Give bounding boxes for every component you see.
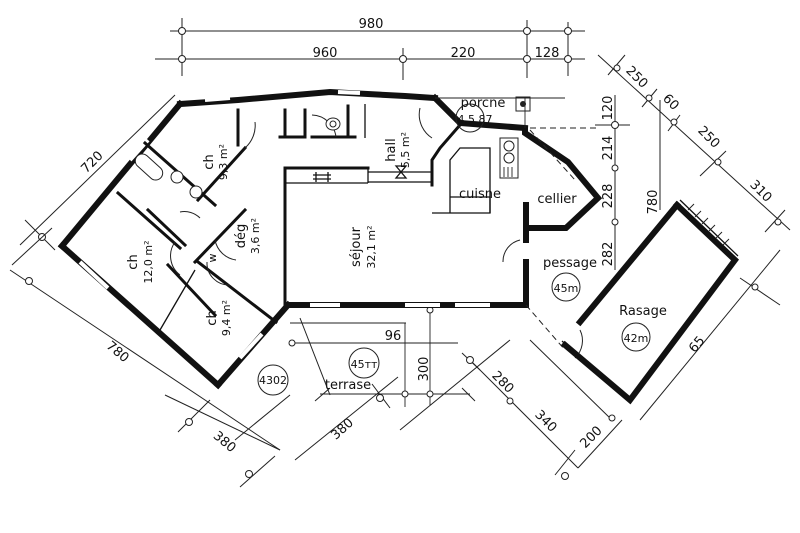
dim-120: 120 <box>601 96 616 121</box>
dim-65: 65 <box>686 334 708 356</box>
dim-96: 96 <box>385 329 402 344</box>
annotation-4302: 4302 <box>259 374 287 387</box>
room-area-sejour: 32,1 m² <box>365 225 378 268</box>
dim-720: 720 <box>78 148 106 176</box>
dim-780-left: 780 <box>103 339 132 366</box>
room-label-sejour: séjour <box>349 226 364 267</box>
room-area-hall: 5,5 m² <box>399 132 412 168</box>
dim-128: 128 <box>535 46 560 61</box>
room-area-terrasse: 45тт <box>351 358 378 371</box>
doors <box>170 107 583 359</box>
passage-area-circle <box>551 272 581 302</box>
room-label-cellier: cellier <box>537 192 577 207</box>
dim-960: 960 <box>313 46 338 61</box>
room-area-deg: 3,6 m² <box>249 218 262 254</box>
dim-300: 300 <box>417 357 432 382</box>
terrasse-area-circle <box>348 347 380 379</box>
room-label-cuisine: cuisne <box>459 187 501 202</box>
dim-60: 60 <box>659 91 681 113</box>
dim-214: 214 <box>601 136 616 161</box>
room-area-passage: 45m <box>554 282 579 295</box>
room-label-passage: pessage <box>543 256 597 271</box>
room-area-garage: 42m <box>624 332 649 345</box>
room-label-ch-3: ch <box>205 310 220 325</box>
wc-mark: w <box>206 254 219 263</box>
dim-228: 228 <box>601 184 616 209</box>
room-label-porche: porcne <box>461 96 506 111</box>
sink-icon <box>170 170 184 184</box>
garage-area-circle <box>621 322 651 352</box>
bottom-dimensions: 96 300 380 280 340 200 <box>234 306 623 480</box>
dim-980: 980 <box>359 17 384 32</box>
dim-200: 200 <box>577 423 605 451</box>
annotation-circle <box>257 364 289 396</box>
dim-250-a: 250 <box>622 63 650 91</box>
dim-380-bottom: 380 <box>328 416 356 444</box>
room-area-porche: 4,5 87 <box>458 113 493 126</box>
dim-280: 280 <box>488 368 516 396</box>
dim-380-left: 380 <box>210 429 239 456</box>
dim-310: 310 <box>746 177 774 205</box>
garage-walls <box>560 199 740 405</box>
room-area-ch-2: 12,0 m² <box>142 240 155 283</box>
room-area-ch-1: 9,3 m² <box>217 144 230 180</box>
porch-area-circle <box>455 103 485 133</box>
bathtub-icon <box>134 153 164 181</box>
room-label-terrasse: terrase <box>325 378 371 393</box>
room-label-deg: dég <box>234 224 249 249</box>
dim-220: 220 <box>451 46 476 61</box>
porch-passage-lines <box>435 97 600 351</box>
room-label-ch-2: ch <box>126 254 141 269</box>
right-dimensions: 250 60 250 310 120 214 228 282 780 65 <box>595 54 791 421</box>
room-label-hall: hall <box>384 138 399 161</box>
sink-icon <box>189 185 203 199</box>
dim-340: 340 <box>531 407 559 435</box>
dim-282: 282 <box>601 242 616 267</box>
dim-780-right: 780 <box>646 190 661 215</box>
room-label-garage: Rasage <box>619 304 667 319</box>
room-labels: ch 9,3 m² ch 12,0 m² ch 9,4 m² dég 3,6 m… <box>126 96 667 396</box>
room-area-ch-3: 9,4 m² <box>220 300 233 336</box>
room-label-ch-1: ch <box>202 154 217 169</box>
fixtures <box>134 96 531 199</box>
interior-walls <box>115 104 491 331</box>
top-dimensions: 980 960 220 128 <box>155 17 585 80</box>
